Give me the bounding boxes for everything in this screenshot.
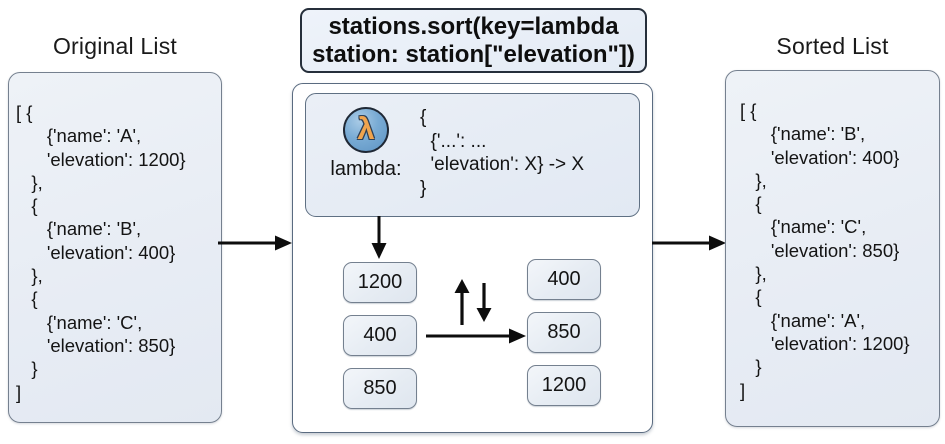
lambda-code: { {'...': ... 'elevation': X} -> X } <box>420 107 585 199</box>
lambda-symbol-glyph: λ <box>357 111 375 146</box>
sorted-value-box: 1200 <box>527 365 601 406</box>
original-list-code: [ { {'name': 'A', 'elevation': 1200} }, … <box>16 102 186 403</box>
sorted-value-box: 850 <box>527 312 601 353</box>
sorted-list-code: [ { {'name': 'B', 'elevation': 400} }, {… <box>740 100 910 401</box>
lambda-icon: λ <box>343 107 389 153</box>
sort-call-box: stations.sort(key=lambda station: statio… <box>300 8 647 73</box>
sort-call-line1: stations.sort(key=lambda <box>328 12 619 40</box>
swap-up-down-icon <box>454 279 492 325</box>
sorted-list-title: Sorted List <box>776 33 889 59</box>
lambda-label: lambda: <box>330 158 402 180</box>
original-list-title: Original List <box>52 33 178 59</box>
unsorted-value-box: 850 <box>343 368 417 409</box>
sorted-value-box: 400 <box>527 259 601 300</box>
unsorted-value-box: 1200 <box>343 262 417 303</box>
sort-call-line2: station: station["elevation"]) <box>312 40 635 68</box>
arrow-original-to-sort <box>218 235 292 251</box>
arrow-sort-to-sorted <box>652 235 726 251</box>
arrow-lambda-down <box>371 216 387 259</box>
sorted-list-panel <box>725 70 940 427</box>
unsorted-value-box: 400 <box>343 315 417 356</box>
original-list-panel <box>8 72 222 423</box>
arrow-swap-right <box>426 328 526 344</box>
